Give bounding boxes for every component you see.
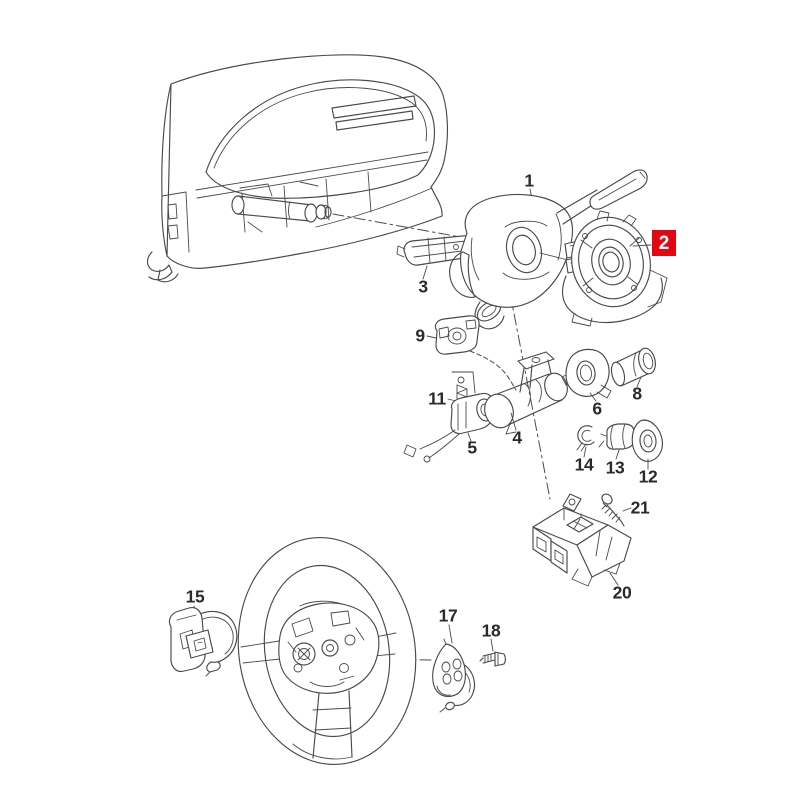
callout-21: 21: [630, 497, 650, 518]
steering-wheel-drawing: [237, 536, 417, 766]
part-6-bracket-drawing: [565, 348, 612, 402]
part-4-lock-housing-drawing: [484, 351, 579, 435]
part-20-column-lock-drawing: [532, 493, 632, 587]
callout-9: 9: [415, 325, 425, 346]
part-9-switch-drawing: [426, 315, 517, 391]
callout-11: 11: [428, 388, 446, 409]
callout-12: 12: [638, 466, 658, 487]
steering-column-stub-drawing: [231, 195, 332, 223]
part-14-clip-drawing: [576, 425, 595, 458]
dashboard-frame-drawing: [146, 54, 449, 283]
callout-13: 13: [605, 457, 625, 478]
callout-5: 5: [467, 437, 477, 458]
callout-20: 20: [612, 582, 632, 603]
callout-3: 3: [418, 276, 428, 297]
part-18-screw-drawing: [479, 638, 507, 667]
part-1-column-switch-drawing: [449, 169, 648, 330]
part-2-clock-spring-drawing: [562, 210, 668, 327]
highlighted-callout-2: 2: [652, 230, 676, 256]
callout-4: 4: [512, 427, 522, 448]
part-3-bracket-drawing: [396, 235, 478, 280]
part-15-bracket-drawing: [168, 605, 238, 677]
callout-18: 18: [481, 620, 501, 641]
callout-17: 17: [438, 605, 458, 626]
callout-14: 14: [574, 454, 594, 475]
part-17-paddle-switch-drawing: [432, 624, 476, 713]
part-21-screw-drawing: [601, 493, 632, 527]
callout-6: 6: [592, 398, 602, 419]
part-8-lock-cylinder-drawing: [610, 347, 656, 388]
callout-1: 1: [524, 170, 534, 191]
part-12-trim-cap-drawing: [631, 419, 664, 470]
callout-8: 8: [632, 383, 642, 404]
callout-15: 15: [185, 586, 205, 607]
part-13-cylinder-drawing: [598, 423, 635, 460]
